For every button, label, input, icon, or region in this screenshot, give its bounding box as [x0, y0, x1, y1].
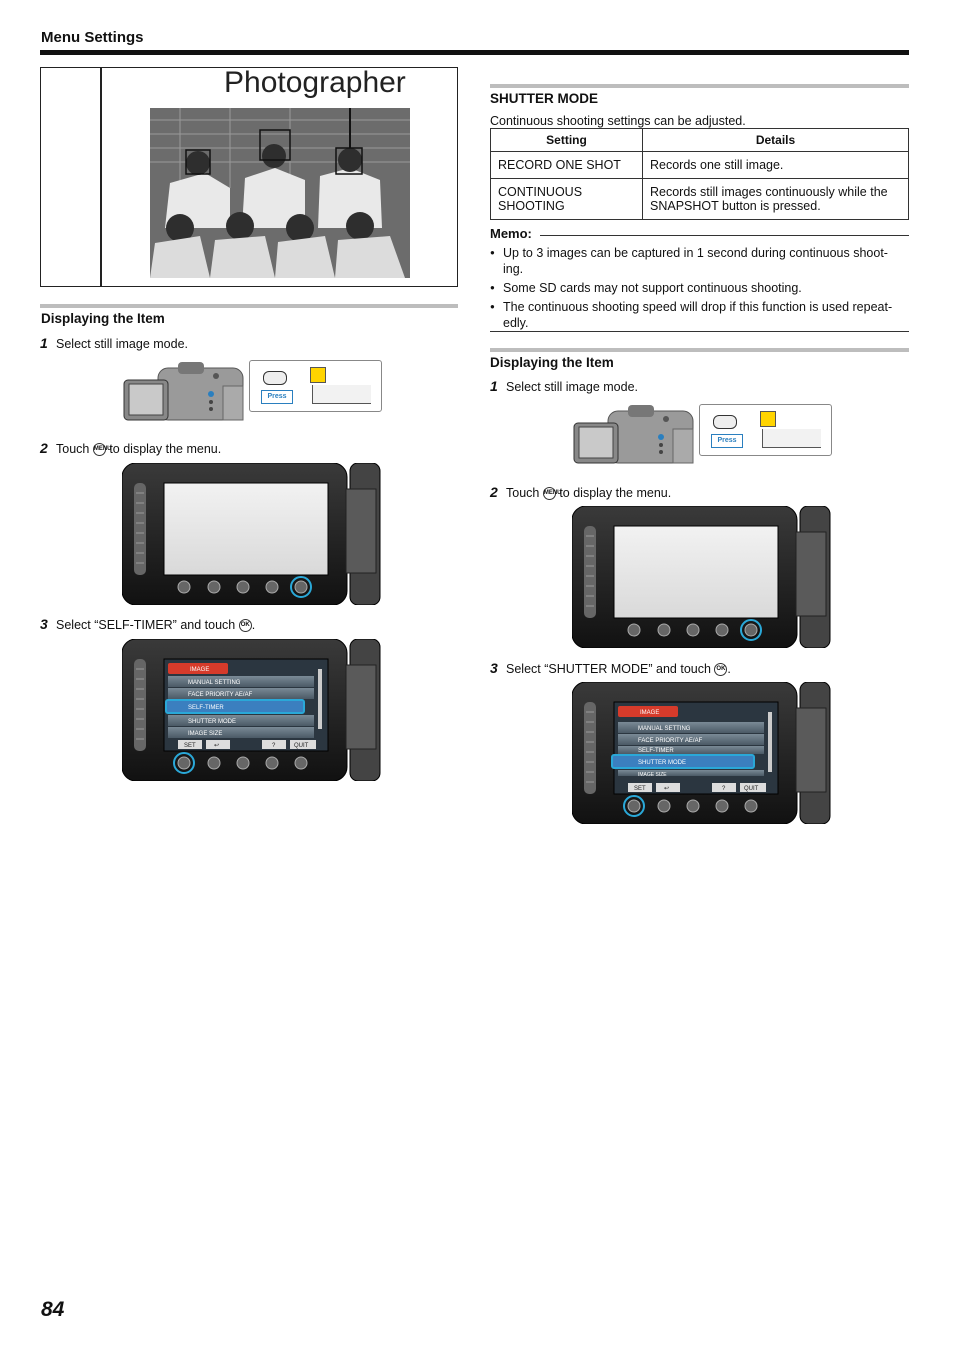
header-rule — [40, 50, 909, 55]
section-divider — [490, 84, 909, 88]
menu-footer-quit: QUIT — [294, 743, 309, 749]
menu-item: FACE PRIORITY AE/AF — [638, 738, 703, 744]
step-text: Touch MENU to display the menu. — [506, 486, 672, 501]
step-text: Touch MENU to display the menu. — [56, 442, 222, 457]
menu-button-icon: MENU — [542, 487, 562, 501]
photo-caption: Photographer — [224, 66, 406, 99]
menu-item: SHUTTER MODE — [188, 719, 236, 725]
menu-footer-set: SET — [634, 786, 646, 792]
camera-mode-icon — [760, 411, 776, 427]
table-header: Details — [642, 128, 909, 152]
press-label: Press — [261, 390, 293, 404]
left-section-title: Displaying the Item — [41, 311, 165, 326]
mode-callout: Press — [699, 404, 832, 456]
table-cell: Records one still image. — [642, 151, 909, 179]
menu-item: IMAGE SIZE — [188, 731, 222, 737]
lcd-monitor-menu: IMAGE MANUAL SETTING FACE PRIORITY AE/AF… — [122, 639, 381, 781]
menu-footer-help: ? — [272, 743, 276, 749]
step-number: 2 — [40, 440, 48, 456]
step-number: 3 — [490, 660, 498, 676]
memo-item: Some SD cards may not support continuous… — [490, 280, 905, 296]
menu-button-icon: MENU — [92, 443, 112, 457]
camera-mode-icon — [310, 367, 326, 383]
section-divider — [490, 348, 909, 352]
lcd-monitor-menu: IMAGE MANUAL SETTING FACE PRIORITY AE/AF… — [572, 682, 831, 824]
lcd-monitor-blank — [122, 463, 381, 605]
menu-header: IMAGE — [640, 710, 659, 716]
camcorder-illustration — [573, 404, 694, 464]
page-header-title: Menu Settings — [41, 29, 144, 46]
menu-footer-set: SET — [184, 743, 196, 749]
photo-frame — [40, 67, 458, 287]
memo-label: Memo: — [490, 226, 532, 241]
menu-footer-back: ↩ — [214, 743, 219, 749]
step-number: 3 — [40, 616, 48, 632]
step-number: 2 — [490, 484, 498, 500]
menu-item: MANUAL SETTING — [188, 680, 241, 686]
mode-indicator — [312, 385, 371, 404]
table-row: RECORD ONE SHOT Records one still image. — [490, 151, 909, 179]
settings-table: Setting Details RECORD ONE SHOT Records … — [490, 128, 909, 220]
memo-item: Up to 3 images can be captured in 1 seco… — [490, 245, 905, 277]
step-number: 1 — [490, 378, 498, 394]
menu-footer-quit: QUIT — [744, 786, 759, 792]
mode-callout: Press — [249, 360, 382, 412]
memo-item: The continuous shooting speed will drop … — [490, 299, 905, 331]
photo-divider — [100, 67, 102, 287]
mode-indicator — [762, 429, 821, 448]
section-divider — [40, 304, 458, 308]
menu-footer-back: ↩ — [664, 786, 669, 792]
memo-list: Up to 3 images can be captured in 1 seco… — [490, 245, 905, 334]
ok-button-icon: OK — [714, 663, 728, 677]
step-number: 1 — [40, 335, 48, 351]
mode-switch-icon — [713, 415, 737, 429]
right-display-title: Displaying the Item — [490, 355, 614, 370]
right-section-title: SHUTTER MODE — [490, 91, 598, 106]
menu-item-selected: SHUTTER MODE — [638, 760, 686, 766]
menu-item: SELF-TIMER — [638, 748, 674, 754]
section-intro: Continuous shooting settings can be adju… — [490, 114, 746, 128]
camcorder-illustration — [123, 361, 244, 421]
step-text: Select “SHUTTER MODE” and touch OK. — [506, 662, 731, 677]
step-text: Select still image mode. — [56, 337, 189, 351]
mode-switch-icon — [263, 371, 287, 385]
table-header: Setting — [490, 128, 643, 152]
menu-item-selected: SELF-TIMER — [188, 705, 224, 711]
team-photo — [150, 108, 410, 278]
menu-item: IMAGE SIZE — [638, 772, 667, 778]
step-text: Select still image mode. — [506, 380, 639, 394]
menu-item: MANUAL SETTING — [638, 726, 691, 732]
table-cell: RECORD ONE SHOT — [490, 151, 643, 179]
memo-bottom-rule — [490, 331, 909, 332]
table-cell: CONTINUOUS SHOOTING — [490, 178, 643, 220]
menu-item: FACE PRIORITY AE/AF — [188, 692, 253, 698]
menu-header: IMAGE — [190, 667, 209, 673]
ok-button-icon: OK — [238, 619, 252, 633]
press-label: Press — [711, 434, 743, 448]
lcd-monitor-blank — [572, 506, 831, 648]
table-cell: Records still images continuously while … — [642, 178, 909, 220]
table-row: CONTINUOUS SHOOTING Records still images… — [490, 178, 909, 220]
step-text: Select “SELF-TIMER” and touch OK. — [56, 618, 256, 633]
menu-footer-help: ? — [722, 786, 726, 792]
page-number: 84 — [41, 1298, 65, 1321]
memo-rule — [540, 235, 909, 236]
